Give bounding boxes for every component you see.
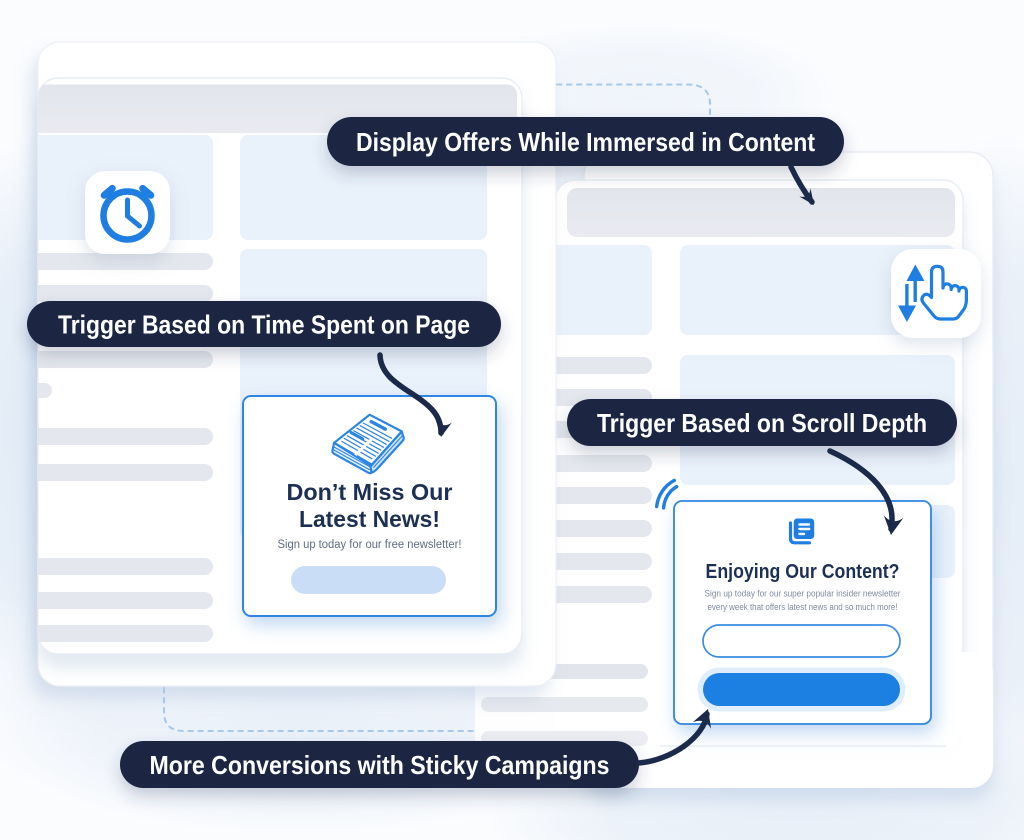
svg-text:Trigger Based on Scroll Depth: Trigger Based on Scroll Depth: [597, 408, 927, 438]
svg-text:Sign up today for our free new: Sign up today for our free newsletter!: [278, 539, 462, 551]
svg-text:More Conversions with Sticky C: More Conversions with Sticky Campaigns: [150, 750, 610, 780]
svg-text:Enjoying Our Content?: Enjoying Our Content?: [706, 561, 900, 583]
svg-text:Trigger Based on Time Spent on: Trigger Based on Time Spent on Page: [58, 310, 470, 340]
svg-text:Don’t Miss Our: Don’t Miss Our: [287, 479, 453, 505]
svg-text:Latest News!: Latest News!: [299, 506, 440, 532]
svg-text:Sign up today for our super po: Sign up today for our super popular insi…: [705, 589, 901, 599]
svg-text:Display Offers While Immersed: Display Offers While Immersed in Content: [356, 127, 815, 157]
svg-text:every week that offers latest: every week that offers latest news and s…: [708, 602, 898, 612]
